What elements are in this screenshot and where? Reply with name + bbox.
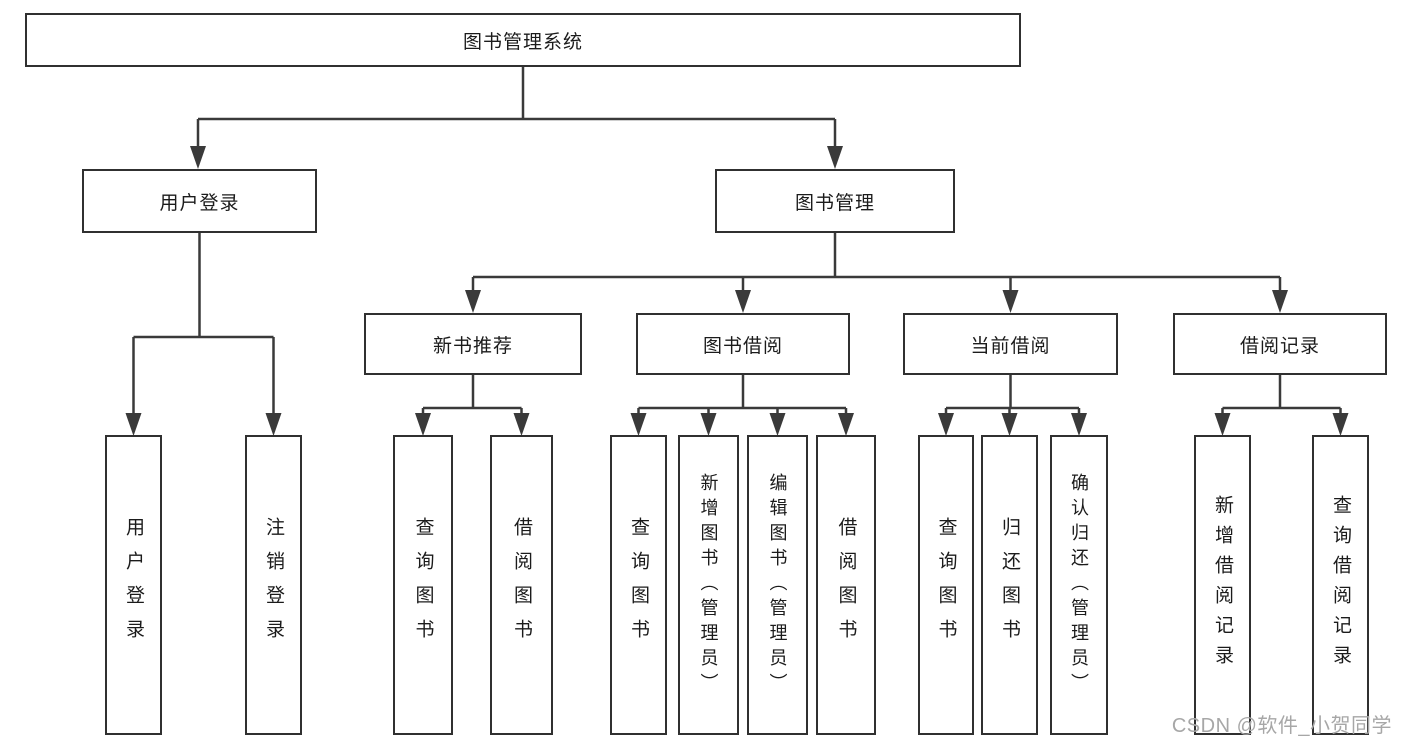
leaf-nbr-query-books: 查询图书 — [393, 435, 453, 735]
arrow-down-icon — [630, 413, 647, 436]
node-new-book-rec-label: 新书推荐 — [432, 335, 513, 357]
leaf-cb-query-books-label: 查询图书 — [935, 517, 957, 653]
csdn-watermark: CSDN @软件_小贺同学 — [1171, 715, 1392, 737]
arrow-down-icon — [1332, 413, 1349, 436]
leaf-bb-edit-books: 编辑图书（管理员） — [747, 435, 808, 735]
leaf-br-query-record: 查询借阅记录 — [1312, 435, 1369, 735]
node-current-borrow: 当前借阅 — [903, 313, 1118, 375]
node-current-borrow-label: 当前借阅 — [970, 335, 1051, 357]
leaf-logout-label: 注销登录 — [263, 517, 284, 653]
leaf-cb-confirm-return-label: 确认归还（管理员） — [1069, 472, 1089, 698]
leaf-bb-add-books-label: 新增图书（管理员） — [698, 472, 719, 698]
leaf-br-add-record-label: 新增借阅记录 — [1212, 495, 1233, 675]
arrow-down-icon — [1272, 290, 1288, 313]
arrow-down-icon — [125, 413, 142, 436]
node-new-book-rec: 新书推荐 — [364, 313, 582, 375]
connector-borrow-records-branch — [1214, 375, 1349, 436]
arrow-down-icon — [265, 413, 282, 436]
arrow-down-icon — [513, 413, 530, 436]
leaf-br-query-record-label: 查询借阅记录 — [1330, 495, 1351, 675]
leaf-cb-return-books-label: 归还图书 — [999, 517, 1020, 653]
leaf-logout: 注销登录 — [245, 435, 302, 735]
leaf-br-add-record: 新增借阅记录 — [1194, 435, 1251, 735]
leaf-cb-query-books: 查询图书 — [918, 435, 974, 735]
arrow-down-icon — [838, 413, 854, 436]
arrow-down-icon — [700, 413, 717, 436]
node-book-mgmt-label: 图书管理 — [794, 192, 875, 214]
arrow-down-icon — [735, 290, 751, 313]
node-user-login: 用户登录 — [82, 169, 317, 233]
arrow-down-icon — [938, 413, 954, 436]
arrow-down-icon — [1001, 413, 1018, 436]
node-book-borrow: 图书借阅 — [636, 313, 850, 375]
arrow-down-icon — [769, 413, 786, 436]
leaf-nbr-borrow-books: 借阅图书 — [490, 435, 553, 735]
leaf-cb-return-books: 归还图书 — [981, 435, 1038, 735]
leaf-user-login: 用户登录 — [105, 435, 162, 735]
leaf-bb-query-books: 查询图书 — [610, 435, 667, 735]
node-book-mgmt: 图书管理 — [715, 169, 955, 233]
node-root-label: 图书管理系统 — [462, 31, 583, 53]
arrow-down-icon — [465, 290, 481, 313]
leaf-nbr-query-books-label: 查询图书 — [412, 517, 434, 653]
arrow-down-icon — [190, 146, 206, 169]
leaf-user-login-label: 用户登录 — [123, 517, 144, 653]
node-book-borrow-label: 图书借阅 — [702, 335, 783, 357]
leaf-bb-edit-books-label: 编辑图书（管理员） — [767, 472, 788, 698]
arrow-down-icon — [415, 413, 431, 436]
leaf-bb-borrow-books-label: 借阅图书 — [835, 517, 857, 653]
node-user-login-label: 用户登录 — [159, 192, 240, 214]
connector-current-borrow-branch — [938, 375, 1087, 436]
leaf-bb-borrow-books: 借阅图书 — [816, 435, 876, 735]
arrow-down-icon — [827, 146, 843, 169]
arrow-down-icon — [1071, 413, 1087, 436]
connector-book-borrow-branch — [630, 375, 854, 436]
leaf-nbr-borrow-books-label: 借阅图书 — [511, 517, 532, 653]
node-borrow-records-label: 借阅记录 — [1239, 335, 1320, 357]
connector-root-branch — [190, 67, 843, 169]
arrow-down-icon — [1214, 413, 1231, 436]
connector-new-book-rec-branch — [415, 375, 530, 436]
leaf-bb-add-books: 新增图书（管理员） — [678, 435, 739, 735]
leaf-cb-confirm-return: 确认归还（管理员） — [1050, 435, 1108, 735]
arrow-down-icon — [1002, 290, 1019, 313]
node-borrow-records: 借阅记录 — [1173, 313, 1387, 375]
connector-user-login-branch — [125, 233, 282, 436]
node-root: 图书管理系统 — [25, 13, 1021, 67]
connector-book-mgmt-branch — [465, 233, 1288, 313]
leaf-bb-query-books-label: 查询图书 — [628, 517, 649, 653]
